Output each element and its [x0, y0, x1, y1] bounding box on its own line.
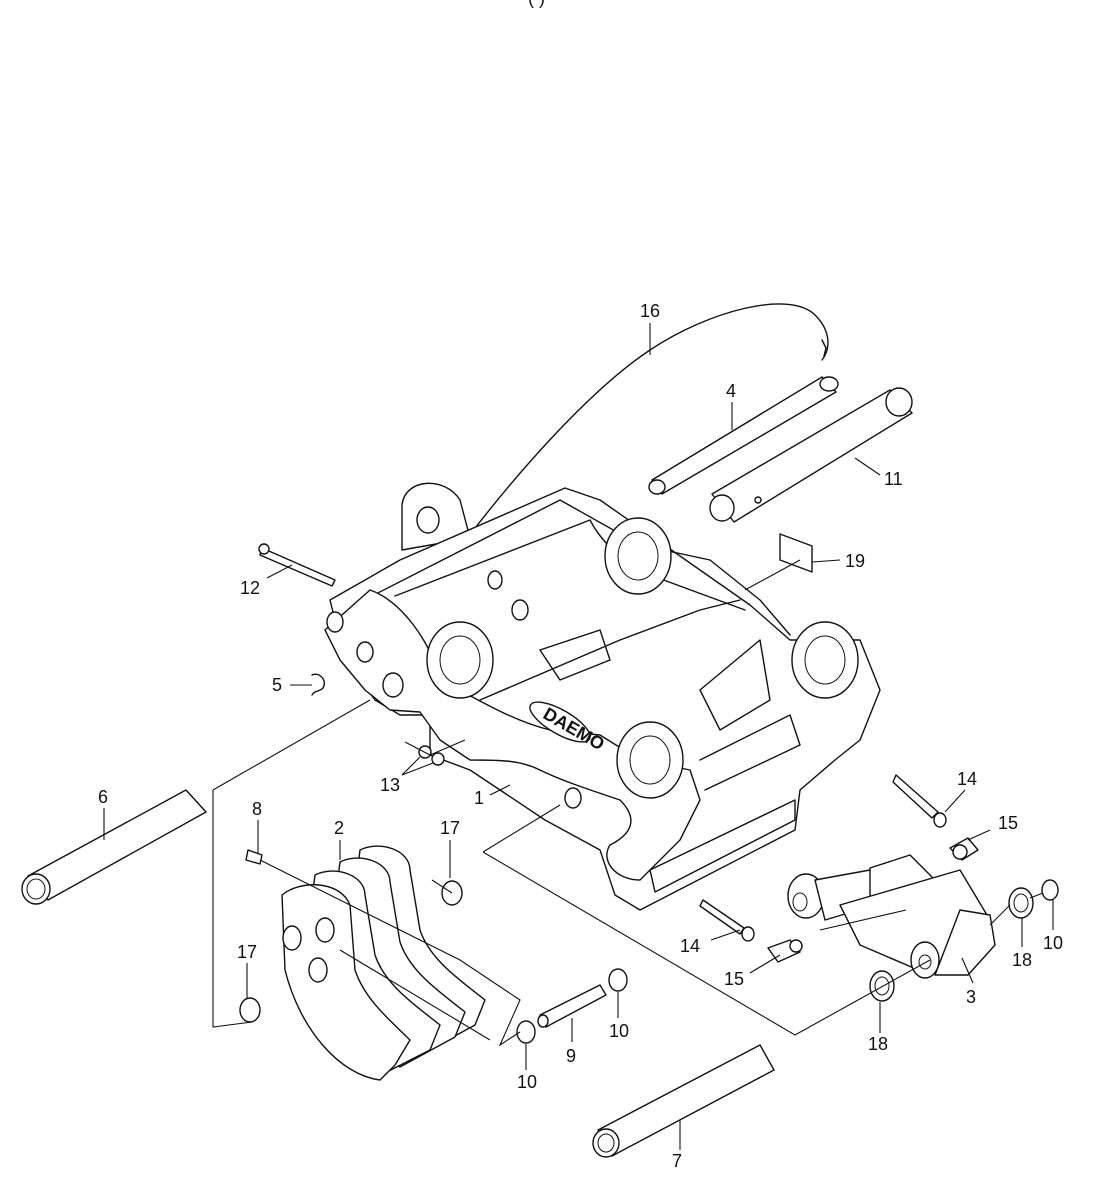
callout-10-c: 10 [1043, 933, 1063, 953]
part-3-cylinder [787, 854, 996, 979]
callout-18-a: 18 [1012, 950, 1032, 970]
callout-17-b: 17 [237, 942, 257, 962]
part-19-label [779, 533, 813, 573]
part-7-pin [592, 1044, 775, 1158]
part-15-fitting-b [767, 939, 803, 963]
leader-lines [103, 323, 1054, 1150]
callout-18-b: 18 [868, 1034, 888, 1054]
part-11-pin [709, 387, 913, 523]
callout-15-a: 15 [998, 813, 1018, 833]
part-18-bushing-b [869, 970, 895, 1002]
callout-5: 5 [272, 675, 282, 695]
callout-19: 19 [845, 551, 865, 571]
part-9-pin [537, 984, 607, 1028]
callout-6: 6 [98, 787, 108, 807]
callout-4: 4 [726, 381, 736, 401]
part-2-plates [281, 845, 486, 1081]
callout-10-a: 10 [517, 1072, 537, 1092]
part-12-bolt [258, 543, 336, 587]
part-14-bolt-b [699, 899, 755, 942]
callout-12: 12 [240, 578, 260, 598]
callout-15-b: 15 [724, 969, 744, 989]
header-fragment: ( ) [528, 0, 545, 8]
part-4-pin [648, 376, 839, 495]
callout-14-b: 14 [680, 936, 700, 956]
part-17-snap-ring-b [239, 997, 261, 1023]
part-10-washer-c [1041, 879, 1059, 901]
part-18-bushing-a [1008, 887, 1034, 919]
part-1-main-frame: DAEMO [324, 482, 881, 911]
callout-1: 1 [474, 788, 484, 808]
callout-7: 7 [672, 1151, 682, 1171]
callout-10-b: 10 [609, 1021, 629, 1041]
part-10-washer-a [516, 1020, 536, 1044]
part-6-pin [21, 789, 207, 905]
callout-11: 11 [884, 469, 903, 489]
callout-14-a: 14 [957, 769, 977, 789]
callout-16: 16 [640, 301, 660, 321]
part-8-grease-nipple [245, 849, 263, 865]
part-16-safety-wire [471, 303, 829, 533]
callout-13: 13 [380, 775, 400, 795]
part-10-washer-b [608, 968, 628, 992]
part-5-r-pin [311, 673, 326, 696]
callout-17-a: 17 [440, 818, 460, 838]
assembly-lines [212, 559, 1044, 1047]
part-14-bolt-a [892, 774, 947, 828]
callout-8: 8 [252, 799, 262, 819]
callout-9: 9 [566, 1046, 576, 1066]
callout-3: 3 [966, 987, 976, 1007]
callouts: 16 4 11 19 12 5 13 1 6 8 2 17 17 9 10 10… [98, 301, 1063, 1171]
part-15-fitting-a [949, 837, 979, 861]
callout-2: 2 [334, 818, 344, 838]
